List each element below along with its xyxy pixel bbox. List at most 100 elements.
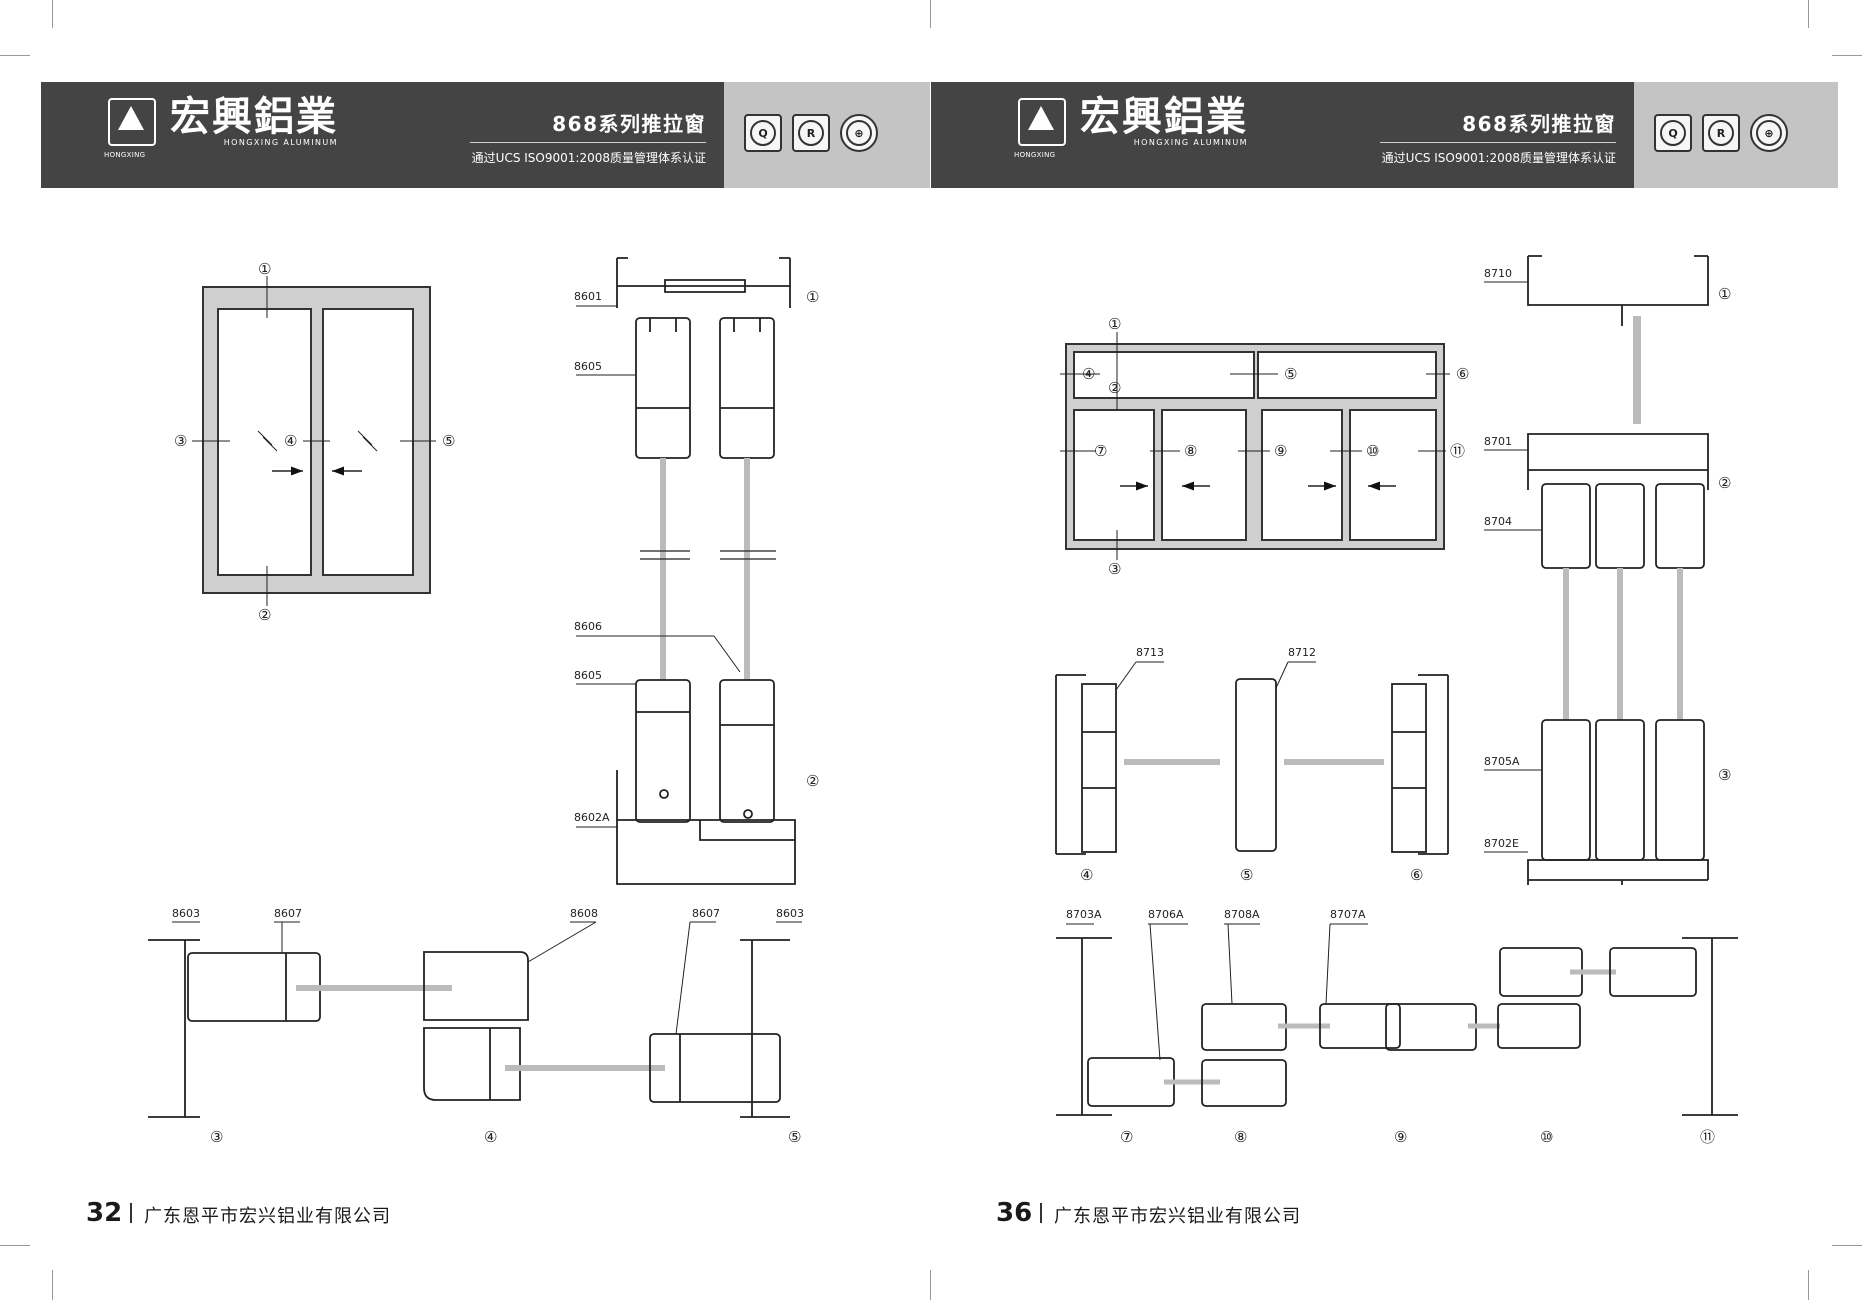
header-banner-right: [931, 82, 1634, 188]
marker-label: ②: [1108, 379, 1121, 397]
cert-badges-left: Q R ⊕: [744, 114, 878, 152]
marker-label: ②: [1718, 474, 1731, 492]
vertical-section-left: [616, 257, 796, 885]
crop-mark: [0, 1245, 30, 1246]
marker-label: ①: [806, 288, 819, 306]
footer-divider: [130, 1203, 132, 1223]
marker-label: ②: [258, 606, 271, 624]
crop-mark: [52, 1270, 53, 1300]
brand-name: 宏興鋁業: [170, 94, 338, 140]
r-china-cert-icon: R: [792, 114, 830, 152]
marker-label: ③: [1718, 766, 1731, 784]
page-number-left: 32: [86, 1198, 123, 1228]
cert-badges-right: Q R ⊕: [1654, 114, 1788, 152]
marker-label: ⑧: [1184, 442, 1197, 460]
marker-label: ⑩: [1366, 442, 1379, 460]
middle-sections-right: [1055, 674, 1449, 855]
marker-label: ⑦: [1094, 442, 1107, 460]
profile-code: 8710: [1484, 267, 1512, 280]
profile-code: 8706A: [1148, 908, 1184, 921]
crop-mark: [1808, 0, 1809, 28]
profile-code: 8708A: [1224, 908, 1260, 921]
profile-code: 8701: [1484, 435, 1512, 448]
profile-code: 8713: [1136, 646, 1164, 659]
crop-mark: [52, 0, 53, 28]
r-china-cert-icon: R: [1702, 114, 1740, 152]
brand-name: 宏興鋁業: [1080, 94, 1248, 140]
profile-code: 8703A: [1066, 908, 1102, 921]
marker-label: ⑤: [1240, 866, 1253, 884]
marker-label: ④: [484, 1128, 497, 1146]
marker-label: ④: [284, 432, 297, 450]
company-name-right: 广东恩平市宏兴铝业有限公司: [1054, 1206, 1301, 1227]
profile-code: 8605: [574, 360, 602, 373]
brand-logo-right: HONGXING 宏興鋁業 HONGXING ALUMINUM: [1014, 94, 1248, 159]
profile-code: 8607: [692, 907, 720, 920]
marker-label: ③: [1108, 560, 1121, 578]
horizontal-section-left: [148, 939, 790, 1118]
window-elevation-left: [192, 276, 436, 606]
marker-label: ⑦: [1120, 1128, 1133, 1146]
profile-code: 8707A: [1330, 908, 1366, 921]
company-name-left: 广东恩平市宏兴铝业有限公司: [144, 1206, 391, 1227]
marker-label: ⑪: [1450, 442, 1465, 460]
profile-code: 8704: [1484, 515, 1512, 528]
crop-mark: [1832, 1245, 1862, 1246]
header-divider-right: [1380, 142, 1616, 143]
page-number-right: 36: [996, 1198, 1033, 1228]
header-divider-left: [470, 142, 706, 143]
marker-label: ①: [258, 260, 271, 278]
marker-label: ⑧: [1234, 1128, 1247, 1146]
profile-code: 8607: [274, 907, 302, 920]
profile-code: 8601: [574, 290, 602, 303]
marker-label: ④: [1082, 365, 1095, 383]
brand-logo-left: HONGXING 宏興鋁業 HONGXING ALUMINUM: [104, 94, 338, 159]
marker-label: ⑩: [1540, 1128, 1553, 1146]
profile-code: 8712: [1288, 646, 1316, 659]
series-title-right: 868系列推拉窗: [1462, 112, 1616, 136]
profile-code: 8608: [570, 907, 598, 920]
markers-left: ① ② ③ ④ ⑤ ① ② ③ ④ ⑤: [174, 260, 819, 1146]
brand-name-en: HONGXING ALUMINUM: [223, 138, 338, 147]
window-elevation-right: [1060, 332, 1450, 560]
marker-label: ⑨: [1394, 1128, 1407, 1146]
logo-tag: HONGXING: [104, 150, 146, 159]
marker-label: ⑤: [442, 432, 455, 450]
logo-tag: HONGXING: [1014, 150, 1056, 159]
q-china-cert-icon: Q: [744, 114, 782, 152]
hongxing-logo-icon: HONGXING: [104, 97, 156, 159]
crop-mark: [0, 55, 30, 56]
codes-right: 8710 8701 8704 8705A 8702E 8713 8712 870…: [1066, 267, 1520, 921]
marker-label: ②: [806, 772, 819, 790]
brand-name-en: HONGXING ALUMINUM: [1133, 138, 1248, 147]
profile-code: 8602A: [574, 811, 610, 824]
profile-code: 8605: [574, 669, 602, 682]
globe-cert-icon: ⊕: [1750, 114, 1788, 152]
marker-label: ①: [1718, 285, 1731, 303]
profile-code: 8603: [776, 907, 804, 920]
profile-code: 8603: [172, 907, 200, 920]
footer-divider: [1040, 1203, 1042, 1223]
vertical-section-right: [1527, 255, 1709, 885]
certification-text-right: 通过UCS ISO9001:2008质量管理体系认证: [1381, 151, 1616, 165]
marker-label: ⑨: [1274, 442, 1287, 460]
marker-label: ⑤: [788, 1128, 801, 1146]
codes-left: 8601 8605 8606 8605 8602A 8603 8607 8608…: [172, 290, 804, 920]
marker-label: ⑪: [1700, 1128, 1715, 1146]
certification-text-left: 通过UCS ISO9001:2008质量管理体系认证: [471, 151, 706, 165]
profile-code: 8606: [574, 620, 602, 633]
crop-mark: [1808, 1270, 1809, 1300]
series-title-left: 868系列推拉窗: [552, 112, 706, 136]
marker-label: ⑥: [1410, 866, 1423, 884]
marker-label: ①: [1108, 315, 1121, 333]
hongxing-logo-icon: HONGXING: [1014, 97, 1066, 159]
crop-mark: [930, 1270, 931, 1300]
crop-mark: [1832, 55, 1862, 56]
marker-label: ⑥: [1456, 365, 1469, 383]
profile-code: 8705A: [1484, 755, 1520, 768]
markers-right: ① ② ③ ④ ⑤ ⑥ ⑦ ⑧ ⑨ ⑩ ⑪ ① ② ③ ④ ⑤ ⑥ ⑦ ⑧ ⑨ …: [1080, 285, 1731, 1146]
horizontal-section-right: [1056, 937, 1738, 1116]
crop-mark: [930, 0, 931, 28]
marker-label: ③: [174, 432, 187, 450]
